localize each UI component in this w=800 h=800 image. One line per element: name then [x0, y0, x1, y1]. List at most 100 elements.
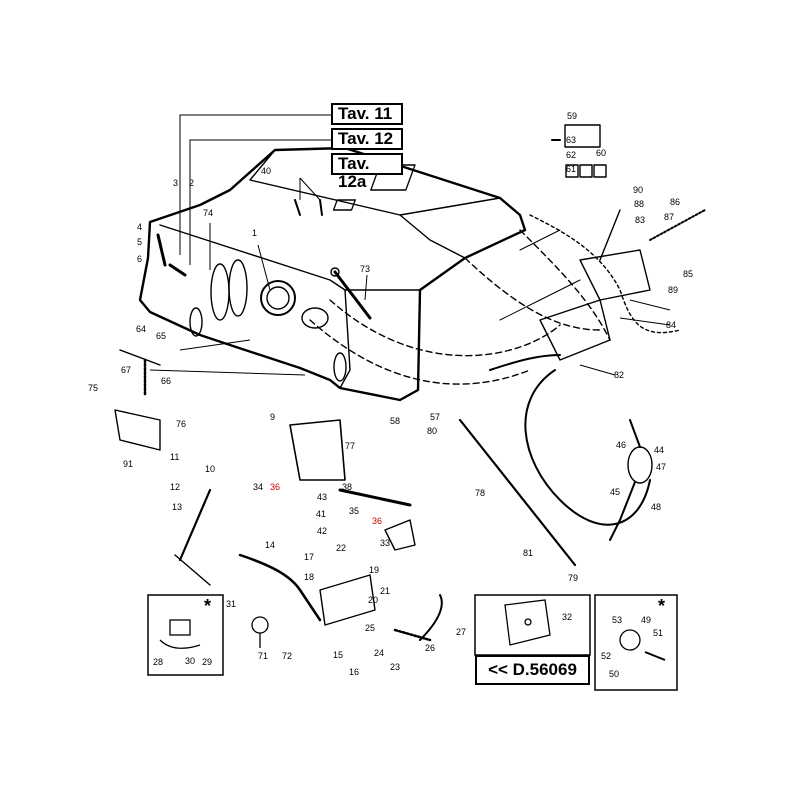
callout-89: 89	[668, 285, 678, 295]
oval-slot-2	[228, 259, 248, 317]
callout-85: 85	[683, 269, 693, 279]
callout-2: 2	[189, 178, 194, 188]
housing-top-edge	[159, 224, 421, 291]
callout-61: 61	[566, 164, 576, 174]
frame-lines	[499, 229, 581, 321]
lever-10	[174, 554, 211, 586]
bracket-plate	[579, 249, 651, 301]
callout-1: 1	[252, 228, 257, 238]
callout-17: 17	[304, 552, 314, 562]
callout-58: 58	[390, 416, 400, 426]
callout-30: 30	[185, 656, 195, 666]
callout-43: 43	[317, 492, 327, 502]
callout-66: 66	[161, 376, 171, 386]
callout-64: 64	[136, 324, 146, 334]
callout-26: 26	[425, 643, 435, 653]
callout-36-b: 36	[372, 516, 382, 526]
bracket-32-shape	[504, 599, 551, 646]
inset-panels	[147, 594, 678, 691]
cable-27	[419, 594, 443, 641]
callout-42: 42	[317, 526, 327, 536]
lever-14	[238, 553, 322, 622]
bracket-84	[539, 299, 611, 361]
block-59	[564, 124, 601, 148]
callout-11: 11	[170, 452, 179, 462]
callout-45: 45	[610, 487, 620, 497]
table-ref-tav-12[interactable]: Tav. 12	[331, 128, 403, 150]
housing-outline	[138, 146, 527, 402]
callout-34: 34	[253, 482, 263, 492]
callout-10: 10	[205, 464, 215, 474]
callout-41: 41	[316, 509, 326, 519]
housing-fold	[339, 289, 351, 389]
table-ref-tav-11[interactable]: Tav. 11	[331, 103, 403, 125]
frame-curve	[529, 214, 681, 334]
shaft-35	[338, 488, 412, 507]
callout-88: 88	[634, 199, 644, 209]
callout-21: 21	[380, 586, 390, 596]
callout-63: 63	[566, 135, 576, 145]
rod-78	[458, 418, 577, 567]
callout-40: 40	[261, 166, 271, 176]
callout-62: 62	[566, 150, 576, 160]
rod-73-knob	[330, 267, 340, 277]
callout-75: 75	[88, 383, 98, 393]
housing-top-panel	[249, 149, 501, 216]
inset-bracket-32	[474, 594, 591, 656]
rod-73	[333, 270, 372, 320]
round-hole	[301, 307, 329, 329]
spring-87	[649, 209, 706, 241]
callout-25: 25	[365, 623, 375, 633]
callout-22: 22	[336, 543, 346, 553]
cable-45	[609, 481, 636, 541]
linkage-arm	[119, 349, 161, 366]
rod-13	[178, 488, 212, 562]
callout-35: 35	[349, 506, 359, 516]
callout-57: 57	[430, 412, 440, 422]
callout-9: 9	[270, 412, 275, 422]
callout-53: 53	[612, 615, 622, 625]
callout-90: 90	[633, 185, 643, 195]
callout-27: 27	[456, 627, 466, 637]
callout-12: 12	[170, 482, 180, 492]
housing-crease	[399, 214, 466, 259]
bracket-19	[319, 574, 376, 626]
callout-36: 36	[270, 482, 280, 492]
callout-32: 32	[562, 612, 572, 622]
switch-3	[168, 263, 187, 277]
callout-14: 14	[265, 540, 275, 550]
oval-slot-1	[210, 263, 230, 321]
callout-31: 31	[226, 599, 236, 609]
callout-20: 20	[368, 595, 378, 605]
callout-83: 83	[635, 215, 645, 225]
cable-dashed-4	[464, 257, 601, 331]
cable-dashed-1	[329, 299, 561, 357]
gauge-body	[260, 280, 296, 316]
star-marker-right: *	[658, 596, 665, 616]
callout-47: 47	[656, 462, 666, 472]
callout-38: 38	[342, 482, 352, 492]
callout-72: 72	[282, 651, 292, 661]
screw-40b	[319, 199, 323, 216]
callout-86: 86	[670, 197, 680, 207]
leader-lines	[149, 114, 671, 376]
callout-5: 5	[137, 237, 142, 247]
callout-87: 87	[664, 212, 674, 222]
callout-16: 16	[349, 667, 359, 677]
callout-71: 71	[258, 651, 268, 661]
callout-48: 48	[651, 502, 661, 512]
inset-left	[147, 594, 224, 676]
callout-15: 15	[333, 650, 343, 660]
callout-28: 28	[153, 657, 163, 667]
callout-80: 80	[427, 426, 437, 436]
callout-82: 82	[614, 370, 624, 380]
slot-small	[332, 199, 356, 211]
diagram-drawing	[114, 124, 706, 642]
control-lever	[629, 419, 641, 448]
callout-79: 79	[568, 573, 578, 583]
callout-3: 3	[173, 178, 178, 188]
callout-74: 74	[203, 208, 213, 218]
cable-82	[489, 354, 561, 371]
table-ref-tav-12a[interactable]: Tav. 12a	[331, 153, 403, 191]
